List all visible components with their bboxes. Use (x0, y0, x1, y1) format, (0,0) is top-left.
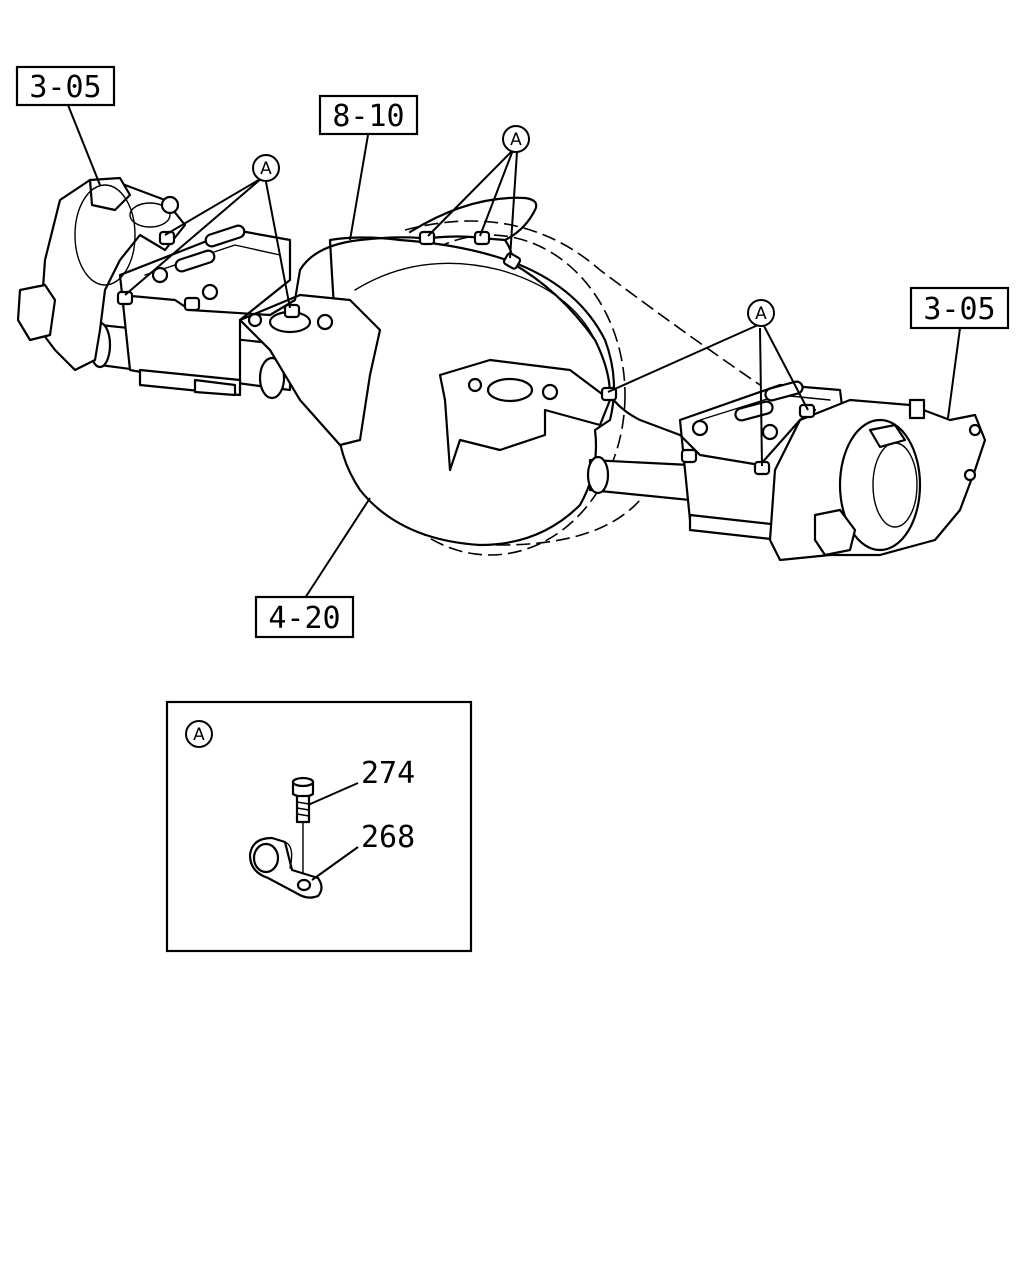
callout-a-left[interactable]: A (252, 154, 280, 182)
part-number-268[interactable]: 268 (361, 820, 415, 855)
leader-274 (307, 782, 359, 806)
callout-a-middle-letter: A (510, 130, 522, 150)
bolt-274-drawing[interactable] (291, 776, 315, 879)
ref-label-axle-case: 4-20 (268, 601, 340, 636)
ref-label-right-housing: 3-05 (923, 292, 995, 327)
callout-a-middle[interactable]: A (502, 125, 530, 153)
callout-a-right-letter: A (755, 304, 767, 324)
ref-label-left-housing: 3-05 (29, 70, 101, 105)
ref-box-axle-case[interactable]: 4-20 (254, 595, 355, 639)
ref-box-right-housing[interactable]: 3-05 (909, 286, 1010, 330)
callout-a-right[interactable]: A (747, 299, 775, 327)
detail-a-letter: A (193, 725, 205, 745)
axle-assembly-drawing (16, 176, 987, 562)
detail-a-inset: A 274 268 (165, 700, 473, 953)
part-number-274[interactable]: 274 (361, 756, 415, 791)
ref-box-brake-line[interactable]: 8-10 (318, 94, 419, 136)
detail-a-frame (165, 700, 473, 953)
clip-268-drawing[interactable] (248, 836, 323, 899)
reference-leaders (67, 104, 961, 599)
callout-a-left-letter: A (260, 159, 272, 179)
ref-label-brake-line: 8-10 (332, 99, 404, 134)
detail-a-badge: A (185, 720, 213, 748)
ref-box-left-housing[interactable]: 3-05 (15, 65, 116, 107)
leader-268 (311, 846, 359, 881)
